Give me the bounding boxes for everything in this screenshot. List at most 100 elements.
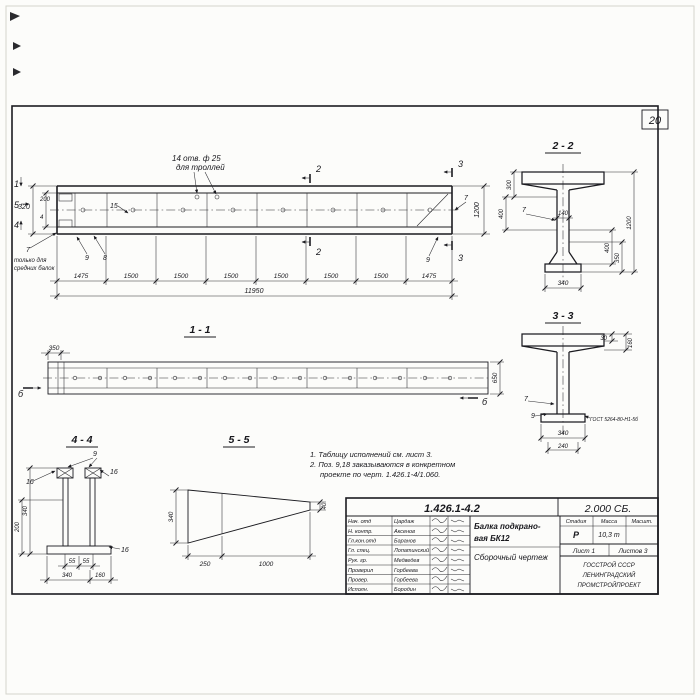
section-2-2-view: 2 - 2 300 400 1200 400 350 140 340 7 [499, 140, 638, 292]
web-hole [280, 207, 286, 213]
dim-label: 1200 [627, 216, 633, 230]
sheets-label: Листов 3 [617, 548, 647, 555]
view-4-4: 4 - 4 16 9 16 16 55 55 340 160 340 [15, 434, 129, 584]
org-name-line: ЛЕНИНГРАДСКИЙ [582, 571, 636, 579]
stage-value: Р [573, 530, 580, 540]
callout-label: 7 [524, 396, 529, 403]
dim-label: 1000 [259, 561, 274, 568]
dim-label: 55 [69, 559, 76, 565]
dim-label: 400 [499, 208, 505, 219]
callout-label: 7 [522, 207, 527, 214]
callout-label: 15 [110, 203, 118, 210]
staff-name: Бородин [394, 587, 416, 593]
product-name-line: Балка подкрано- [474, 522, 541, 531]
dim-label: 1500 [174, 273, 189, 280]
dim-label: 340 [62, 573, 73, 579]
cut-label-3: 3 [458, 253, 463, 263]
trolley-hole [214, 194, 220, 200]
staff-name: Аксенов [393, 529, 415, 535]
dim-label: 1500 [124, 273, 139, 280]
dim-label: 350 [49, 345, 60, 352]
web-hole [80, 207, 86, 213]
dim-label: 340 [168, 511, 175, 522]
holes-label: для троллей [176, 163, 225, 172]
cut-label-2: 2 [315, 164, 321, 174]
registration-mark [10, 12, 20, 21]
column-header: Масса [601, 519, 617, 525]
callout-label: 16 [110, 469, 118, 476]
drawing-type: Сборочный чертеж [474, 553, 548, 562]
dim-label-total: 11950 [245, 288, 264, 295]
staff-role: Гл. спец. [348, 548, 370, 554]
sheet-label: Лист 1 [572, 548, 596, 555]
view-title: 2 - 2 [551, 140, 573, 152]
doc-number: 1.426.1-4.2 [424, 503, 480, 515]
dim-label: 300 [507, 179, 513, 190]
dim-label: 240 [557, 444, 569, 450]
trolley-holes-callout: 14 отв. ф 25 для троллей [172, 154, 225, 195]
dim-label: 1500 [324, 273, 339, 280]
dim-label: 140 [558, 211, 569, 217]
web-hole [380, 207, 386, 213]
web-hole [130, 207, 136, 213]
view-4-4-dimensions: 55 55 340 160 340 200 [15, 465, 118, 584]
staff-role: Рук. гр. [348, 558, 367, 564]
dim-label: 55 [83, 559, 90, 565]
section-3-3-dimensions: 30 160 340 240 7 9 ГОСТ 5264-80-Н1-5б [524, 331, 638, 454]
dim-label: 1475 [74, 273, 89, 280]
staff-role: Нач. отд [348, 519, 371, 525]
note-line: 2. Поз. 9,18 заказываются в конкретном [309, 460, 455, 469]
column-header: Стадия [566, 519, 587, 525]
web-hole [180, 207, 186, 213]
dim-label: 340 [23, 505, 29, 516]
stamp-right: Стадия Масса Масшт. Р 10,3 т Лист 1 Лист… [566, 519, 653, 589]
registration-mark [13, 68, 21, 76]
column-header: Масшт. [631, 519, 652, 525]
staff-name: Горбеева [394, 578, 418, 584]
dim-label: 1500 [274, 273, 289, 280]
dim-label: 650 [492, 372, 499, 383]
sheet-edge [5, 5, 695, 695]
signature-marks [431, 517, 448, 591]
product-name-line: вая БК12 [474, 534, 510, 543]
registration-marks [10, 12, 21, 76]
callout-label: 16 [121, 547, 129, 554]
dim-label: 1500 [224, 273, 239, 280]
view-title: 1 - 1 [189, 324, 210, 336]
view-4-4-callouts: 16 9 16 16 [26, 451, 129, 554]
section-marker-b: б [482, 397, 488, 407]
staff-role: Исполн. [348, 587, 368, 593]
web-hole [230, 207, 236, 213]
dim-label: 400 [605, 242, 611, 253]
registration-mark [13, 42, 21, 50]
dim-label: 1475 [422, 273, 437, 280]
mass-value: 10,3 т [598, 532, 620, 539]
view-5-5: 5 - 5 340 40 250 1000 [168, 434, 328, 568]
sheet-number-box: 20 [641, 109, 669, 130]
callout-label: 9 [531, 413, 535, 420]
staff-role: Провер. [348, 578, 369, 584]
section-2-2-dimensions: 300 400 1200 400 350 140 340 7 [499, 169, 638, 292]
org-name-line: ПРОМСТРОЙПРОЕКТ [578, 581, 642, 589]
dim-label: 350 [615, 252, 621, 263]
staff-name: Цардаж [394, 519, 414, 525]
note-line: проекте по черт. 1.426.1-4/1.060. [320, 470, 440, 479]
callout-label: 7 [464, 195, 469, 202]
staff-table: Нач. отд Цардаж Н. контр. Аксенов Гл.кон… [348, 517, 465, 593]
staff-name: Горбеева [394, 568, 418, 574]
dim-label: 30 [600, 336, 607, 342]
callout-label: 9 [93, 451, 97, 458]
view-1-1-dimensions: 350 650 б б [18, 345, 504, 407]
end-stiffener-plate [58, 193, 73, 202]
dim-label: 200 [15, 521, 21, 533]
cut-label-3: 3 [458, 159, 463, 169]
callout-label: 7 [26, 247, 31, 254]
staff-name: Баранов [394, 539, 416, 545]
main-elevation-view: 14 отв. ф 25 для троллей 2 2 3 3 1 5 4 4 [14, 154, 490, 300]
cut-label-5: 5 [14, 200, 20, 210]
dim-label: 1500 [374, 273, 389, 280]
staff-role: Н. контр. [348, 529, 373, 535]
elevation-dimensions: 320 200 1200 1475 1500 1500 1500 1500 15… [18, 183, 490, 300]
callout-label: 9 [426, 257, 430, 264]
